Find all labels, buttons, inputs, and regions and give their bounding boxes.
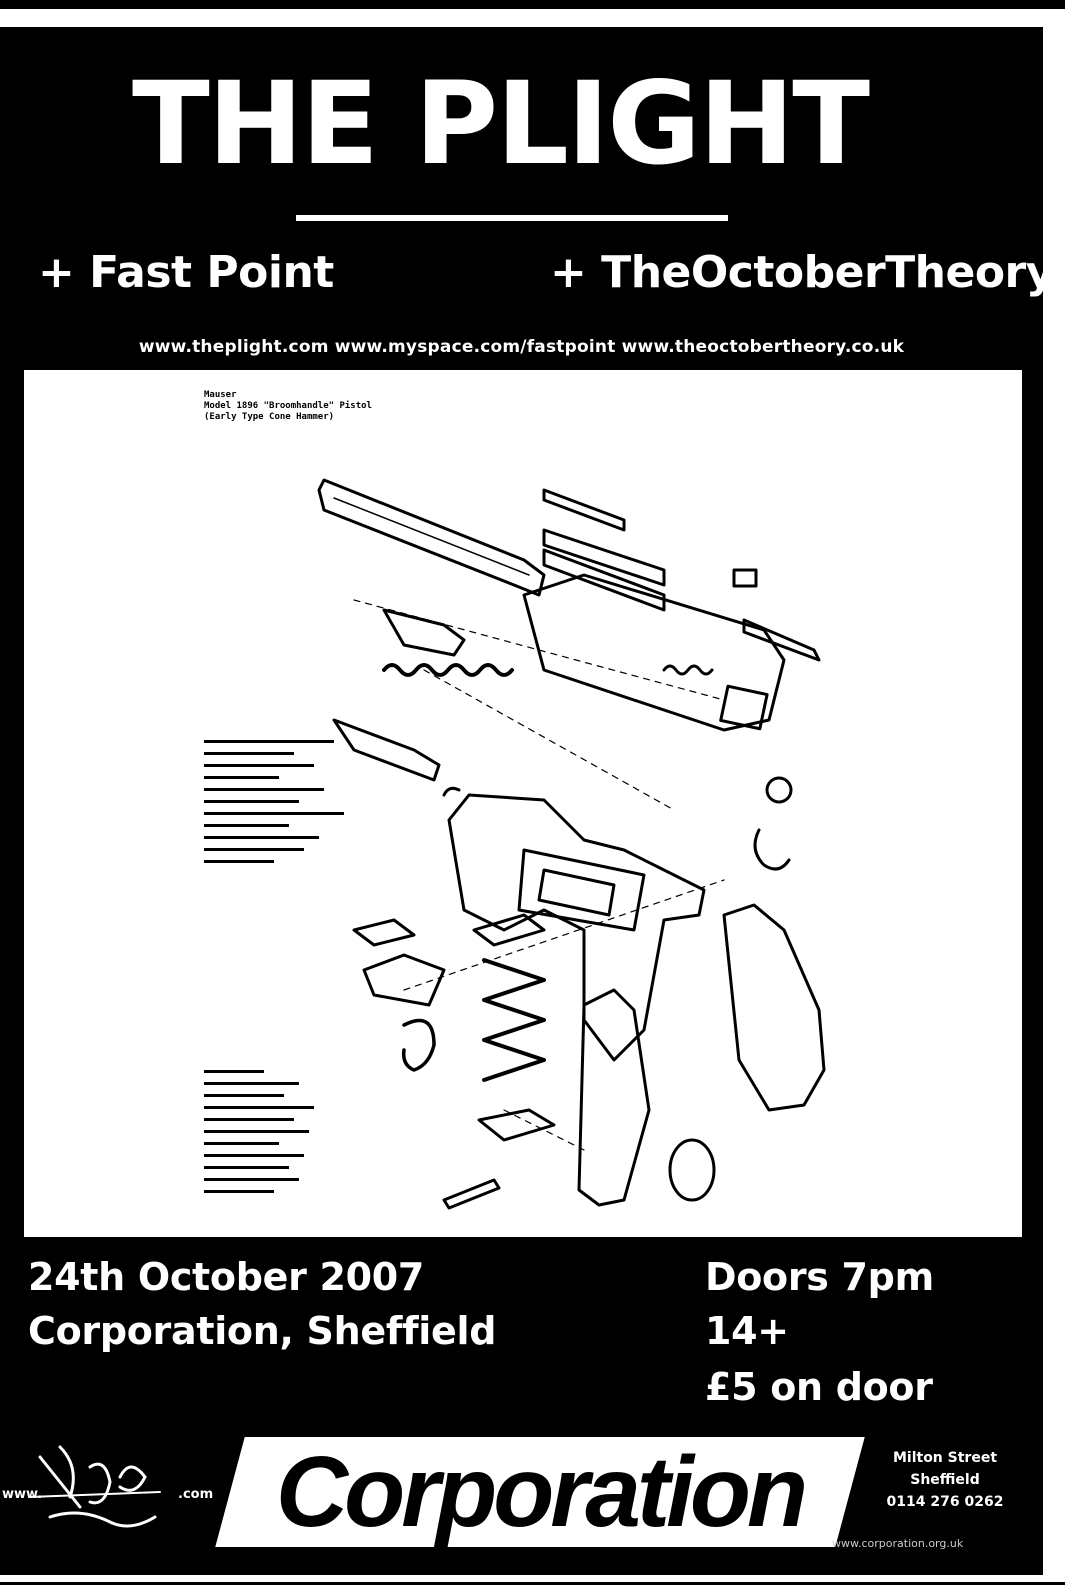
graffiti-tag-logo: www. .com [0, 1437, 230, 1557]
venue-address: Milton Street Sheffield 0114 276 0262 [860, 1447, 1030, 1513]
diagram-caption-line: Mauser [204, 390, 237, 400]
address-street: Milton Street [892, 1450, 998, 1466]
diagram-caption-line: Model 1896 "Broomhandle" Pistol [204, 401, 372, 411]
doors-time: Doors 7pm [705, 1255, 934, 1299]
event-venue: Corporation, Sheffield [28, 1309, 497, 1353]
ticket-price: £5 on door [705, 1365, 933, 1409]
gig-poster: THE PLIGHT + Fast Point + TheOctoberTheo… [0, 27, 1043, 1575]
diagram-caption: Mauser Model 1896 "Broomhandle" Pistol (… [204, 390, 372, 423]
title-underline [296, 215, 728, 221]
address-phone: 0114 276 0262 [886, 1494, 1004, 1510]
venue-url: www.corporation.org.uk [832, 1537, 964, 1550]
venue-logo-text: Corporation [275, 1436, 808, 1548]
exploded-pistol-drawing [204, 478, 826, 1210]
age-restriction: 14+ [705, 1309, 789, 1353]
graffiti-tag-art [29, 1445, 161, 1528]
headliner-title: THE PLIGHT [131, 57, 870, 190]
bottom-rule [0, 1582, 1065, 1593]
support-act-october-theory: + TheOctoberTheory [550, 247, 1043, 298]
event-date: 24th October 2007 [28, 1255, 425, 1299]
tag-url-prefix: www. [2, 1487, 43, 1502]
top-rule [0, 0, 1065, 9]
support-act-fast-point: + Fast Point [38, 247, 334, 298]
band-websites: www.theplight.com www.myspace.com/fastpo… [138, 337, 905, 357]
address-city: Sheffield [910, 1472, 980, 1488]
pistol-diagram: Mauser Model 1896 "Broomhandle" Pistol (… [24, 370, 1022, 1237]
diagram-caption-line: (Early Type Cone Hammer) [204, 412, 335, 422]
tag-url-suffix: .com [178, 1487, 214, 1502]
